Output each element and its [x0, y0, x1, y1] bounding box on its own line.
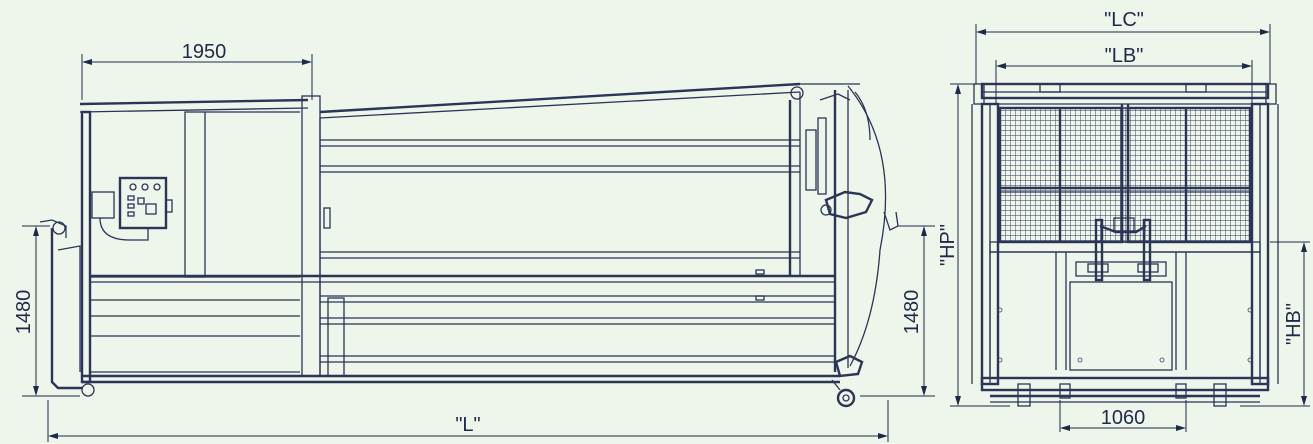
dim-1950: 1950: [81, 41, 313, 100]
dim-LC: "LC": [975, 9, 1271, 84]
side-roof: [79, 82, 860, 119]
end-view: "LC" "LB" "HP" "HB": [937, 9, 1310, 432]
dim-HB: "HB": [1240, 241, 1310, 407]
dim-1480-left: 1480: [13, 225, 80, 397]
side-rear-door: [788, 85, 899, 408]
dim-label-1950: 1950: [182, 41, 227, 63]
dim-1060: 1060: [1059, 400, 1187, 432]
side-left-hook: [39, 219, 95, 397]
dim-label-1060: 1060: [1101, 407, 1146, 429]
dim-1480-right: 1480: [860, 225, 935, 397]
side-body: [82, 118, 840, 384]
end-base: [980, 376, 1270, 407]
dim-label-HP: "HP": [937, 224, 959, 266]
end-lower-body: [989, 241, 1261, 379]
dim-label-LB: "LB": [1105, 45, 1144, 67]
dim-label-L: "L": [455, 414, 480, 436]
dim-label-LC: "LC": [1104, 9, 1144, 31]
dim-LB: "LB": [995, 45, 1253, 104]
end-mesh-doors: [998, 104, 1252, 244]
dim-label-1480-left: 1480: [13, 290, 35, 335]
dim-label-HB: "HB": [1283, 303, 1305, 345]
side-control-box: [91, 176, 173, 241]
end-top-frame: [973, 82, 1277, 105]
dim-L: "L": [47, 400, 889, 442]
dim-label-1480-right: 1480: [901, 290, 923, 335]
dim-HP: "HP": [937, 83, 1010, 407]
end-lock-mechanism: [1087, 217, 1159, 282]
side-view: 1950 1480 1480 "L": [13, 41, 935, 442]
